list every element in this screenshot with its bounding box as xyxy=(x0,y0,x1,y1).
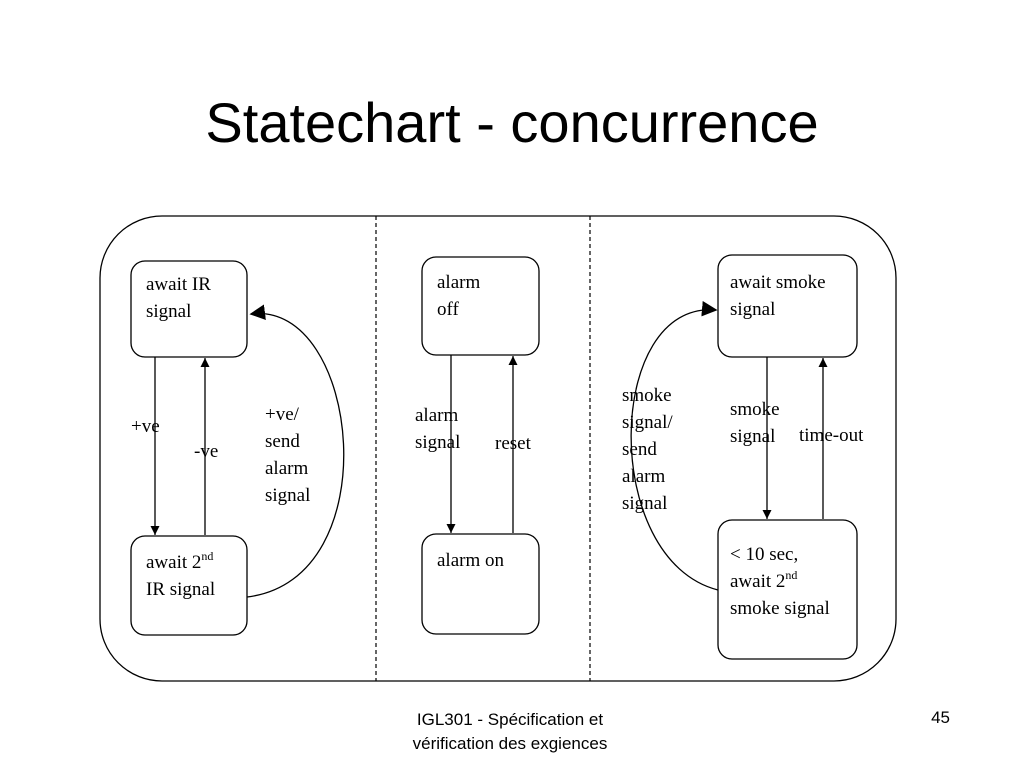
transition-smoke-signal-label-2: signal xyxy=(730,426,775,447)
state-alarm-off xyxy=(421,256,540,356)
transition-plus-ve-send-label-1: +ve/ xyxy=(265,404,300,425)
transition-smoke-signal-send-label-3: send xyxy=(622,439,657,460)
state-alarm-off-label-2: off xyxy=(437,299,459,320)
transition-plus-ve-send-label-2: send xyxy=(265,431,300,452)
state-await-2nd-ir-label-1: await 2nd xyxy=(146,549,213,573)
transition-smoke-signal-send-label-1: smoke xyxy=(622,385,672,406)
slide-footer: IGL301 - Spécification et vérification d… xyxy=(340,708,680,756)
transition-minus-ve-label: -ve xyxy=(194,441,218,462)
transition-smoke-signal-send-label-5: signal xyxy=(622,493,667,514)
state-await-2nd-smoke-label-3: smoke signal xyxy=(730,598,830,619)
transition-alarm-signal-label-1: alarm xyxy=(415,405,458,426)
state-alarm-on-label: alarm on xyxy=(437,550,505,571)
state-await-2nd-ir-signal xyxy=(130,535,248,636)
transition-smoke-signal-send-arrow xyxy=(630,301,719,591)
transition-plus-ve-send-label-3: alarm xyxy=(265,458,308,479)
state-await-smoke-label-2: signal xyxy=(730,299,775,320)
state-await-2nd-smoke-label-2: await 2nd xyxy=(730,568,797,592)
state-await-ir-signal xyxy=(130,260,248,358)
transition-plus-ve-label: +ve xyxy=(131,416,160,437)
transition-smoke-signal-send-label-2: signal/ xyxy=(622,412,673,433)
transition-smoke-signal-send-label-4: alarm xyxy=(622,466,665,487)
footer-line-2: vérification des exgiences xyxy=(412,734,608,753)
state-await-smoke-label-1: await smoke xyxy=(730,272,826,293)
concurrent-superstate xyxy=(99,215,897,682)
transition-plus-ve-send-label-4: signal xyxy=(265,485,310,506)
transition-smoke-signal-label-1: smoke xyxy=(730,399,780,420)
state-await-smoke-signal xyxy=(717,254,858,358)
state-alarm-on xyxy=(421,533,540,635)
state-alarm-off-label-1: alarm xyxy=(437,272,480,293)
state-await-2nd-smoke-label-1: < 10 sec, xyxy=(730,544,798,565)
slide-title: Statechart - concurrence xyxy=(205,91,819,154)
page-number: 45 xyxy=(931,708,950,727)
transition-time-out-label: time-out xyxy=(799,425,864,446)
transition-plus-ve-send-arrow xyxy=(246,304,345,598)
state-await-2nd-ir-label-2: IR signal xyxy=(146,579,215,600)
transition-alarm-signal-label-2: signal xyxy=(415,432,460,453)
transition-reset-label: reset xyxy=(495,433,532,454)
footer-line-1: IGL301 - Spécification et xyxy=(416,710,604,729)
state-await-ir-label-1: await IR xyxy=(146,274,211,295)
state-await-ir-label-2: signal xyxy=(146,301,191,322)
